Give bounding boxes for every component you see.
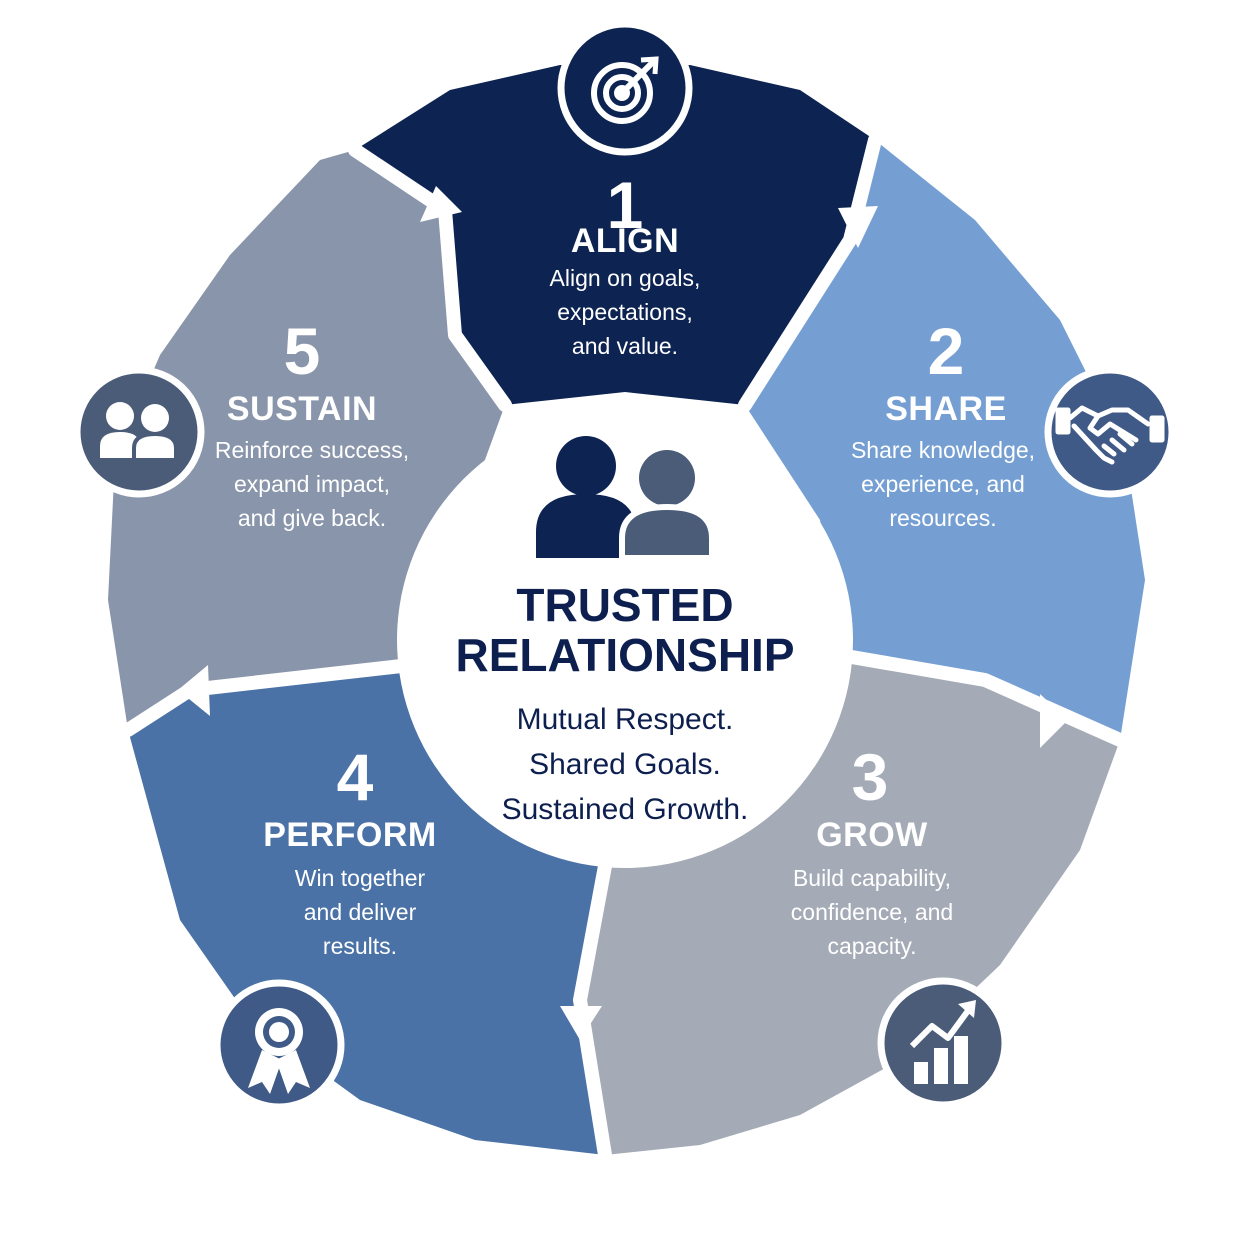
cycle-arrows (178, 186, 1068, 1040)
step-2-description-line: resources. (889, 505, 997, 531)
center-tagline: Mutual Respect. (516, 703, 734, 736)
center-title-line2: RELATIONSHIP (455, 629, 795, 681)
step-1-title: ALIGN (570, 222, 680, 260)
step-5-number: 5 (283, 314, 321, 388)
center-tagline: Sustained Growth. (501, 793, 749, 826)
two-people-icon (536, 436, 715, 561)
arrow-5-to-1 (420, 186, 462, 222)
center-circle (397, 412, 853, 868)
people-group-icon-badge (73, 366, 205, 498)
center-title: TRUSTED RELATIONSHIP (425, 580, 825, 680)
award-ribbon-icon (248, 1008, 310, 1094)
step-4-number: 4 (336, 740, 374, 814)
segment-align (355, 65, 875, 405)
center-taglines: Mutual Respect. Shared Goals. Sustained … (445, 697, 805, 832)
step-3-description-line: confidence, and (790, 899, 954, 925)
step-1-description-line: Align on goals, (549, 265, 701, 291)
step-1-description: Align on goals, expectations, and value. (487, 261, 763, 363)
step-2-title: SHARE (885, 390, 1007, 428)
step-3-number: 3 (851, 740, 889, 814)
arrow-1-to-2 (838, 206, 878, 248)
step-1-number: 1 (606, 168, 644, 242)
handshake-icon-badge (1044, 366, 1176, 498)
step-5-description-line: and give back. (237, 505, 387, 531)
step-4-description-line: and deliver (303, 899, 417, 925)
step-5-description-line: expand impact, (234, 471, 390, 497)
step-1-description-line: expectations, (557, 299, 693, 325)
arrow-3-to-4 (560, 1006, 602, 1040)
award-ribbon-icon-badge (213, 979, 345, 1111)
people-group-icon (100, 402, 178, 462)
step-2-description-line: Share knowledge, (850, 437, 1036, 463)
handshake-icon (1055, 405, 1165, 465)
step-3-description-line: Build capability, (792, 865, 952, 891)
step-4-description-line: Win together (294, 865, 426, 891)
center-tagline: Shared Goals. (529, 748, 721, 781)
step-4-description: Win together and deliver results. (220, 861, 500, 963)
step-4-description-line: results. (322, 933, 398, 959)
step-3-description: Build capability, confidence, and capaci… (732, 861, 1012, 963)
step-3-title: GROW (816, 816, 928, 854)
target-icon (591, 56, 659, 124)
step-1-description-line: and value. (571, 333, 679, 359)
center-title-line1: TRUSTED (516, 579, 734, 631)
arrow-2-to-3 (1040, 694, 1068, 748)
target-icon-badge (557, 20, 693, 156)
step-5-description-line: Reinforce success, (214, 437, 410, 463)
step-5-description: Reinforce success, expand impact, and gi… (167, 433, 457, 535)
growth-chart-icon-badge (877, 977, 1009, 1109)
step-2-number: 2 (927, 314, 965, 388)
arrow-4-to-5 (178, 665, 210, 716)
step-3-description-line: capacity. (827, 933, 917, 959)
growth-chart-icon (909, 1000, 976, 1084)
step-2-description: Share knowledge, experience, and resourc… (803, 433, 1083, 535)
step-4-title: PERFORM (263, 816, 437, 854)
step-2-description-line: experience, and (861, 471, 1025, 497)
step-5-title: SUSTAIN (226, 390, 378, 428)
